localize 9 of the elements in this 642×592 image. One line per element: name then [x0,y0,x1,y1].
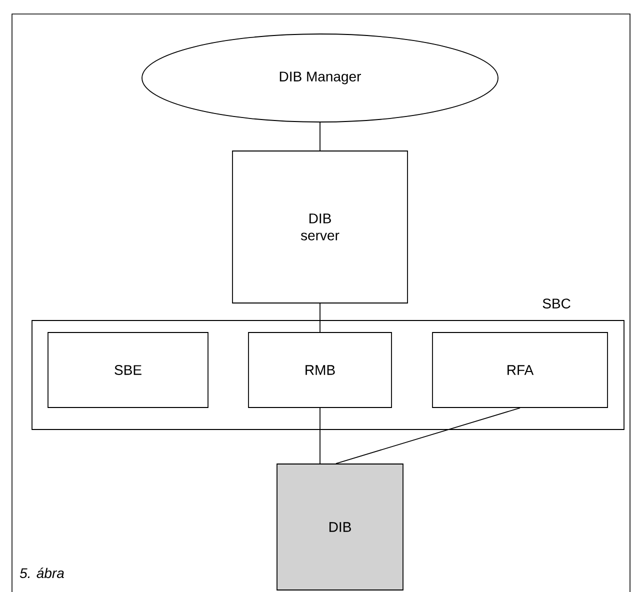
process-box: SBE [48,332,208,408]
database-box: DIB [276,464,404,590]
process-box: RFA [432,332,608,408]
connector-line [336,408,520,464]
node-label: SBC [542,298,570,309]
ellipse-node: DIB Manager [142,34,498,122]
process-box: RMB [248,332,392,408]
caption: 5. ábra [20,568,64,578]
server-box: DIB server [232,150,408,304]
